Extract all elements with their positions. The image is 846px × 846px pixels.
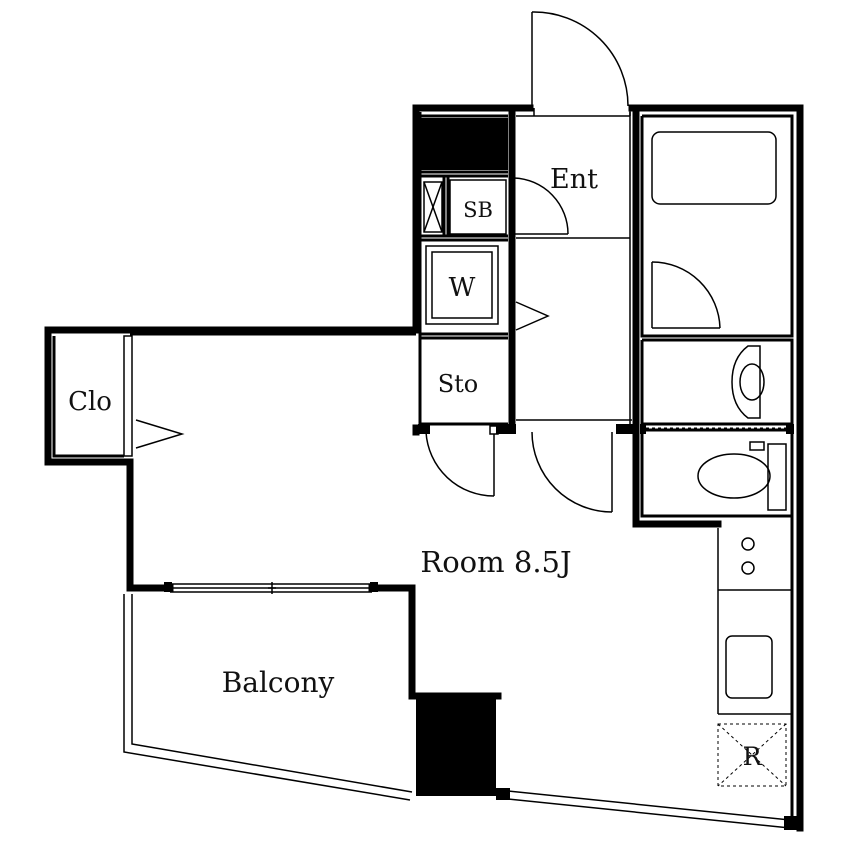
pipe-shaft-top <box>420 118 508 170</box>
corridor-door[interactable] <box>531 431 613 513</box>
closet-door[interactable] <box>123 335 185 457</box>
walls <box>44 104 804 832</box>
wall-bath-block <box>628 104 804 832</box>
pillar-bottom <box>416 698 496 796</box>
balcony-label: Balcony <box>222 666 335 699</box>
toilet <box>697 441 787 511</box>
washer-label: W <box>449 273 476 303</box>
balcony-outline <box>123 594 413 801</box>
washer-area-marker <box>515 301 550 331</box>
shoe-box-door[interactable] <box>513 177 569 235</box>
meter-box-icon <box>423 181 443 233</box>
balcony-window[interactable] <box>170 582 372 594</box>
storage-label: Sto <box>438 370 479 398</box>
room-bottom-window[interactable] <box>497 789 791 829</box>
bath-door[interactable] <box>651 261 721 329</box>
entrance-label: Ent <box>550 164 598 195</box>
washer-icon <box>425 245 499 325</box>
wall-bath-inner <box>632 104 722 528</box>
wall-balcony-right <box>368 584 502 700</box>
wall-core-left <box>412 104 534 334</box>
wall-closet-outer <box>44 326 174 592</box>
refrigerator-space <box>717 723 787 787</box>
closet-label: Clo <box>68 387 112 417</box>
entrance-door[interactable] <box>531 11 629 107</box>
corridor-lines <box>516 108 632 428</box>
storage-door[interactable] <box>425 425 499 497</box>
refrigerator-label: R <box>743 742 763 771</box>
shoe-box-label: SB <box>463 198 493 222</box>
kitchen-counter <box>717 528 792 715</box>
room-label: Room 8.5J <box>420 545 571 579</box>
washbasin <box>731 345 765 419</box>
shoe-box <box>449 179 507 235</box>
bathtub <box>651 131 777 205</box>
